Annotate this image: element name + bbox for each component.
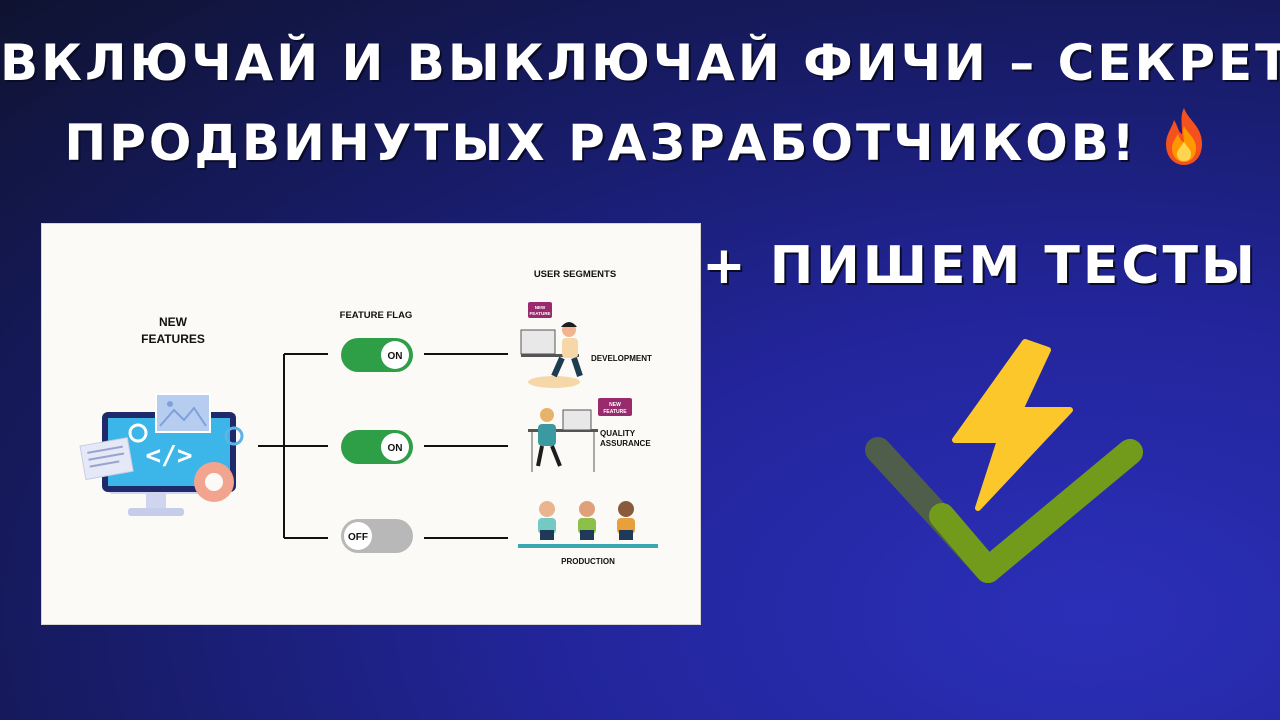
new-features-label-1: NEW <box>159 315 188 329</box>
bubble-1-line2: FEATURE <box>530 311 551 316</box>
check-right-stroke <box>975 439 1143 583</box>
headline-line-1: ВКЛЮЧАЙ И ВЫКЛЮЧАЙ ФИЧИ – СЕКРЕТ <box>0 34 1280 92</box>
segment-qa-line1: QUALITY <box>600 429 636 438</box>
toggle-2-state: ON <box>388 443 403 454</box>
toggle-3-state: OFF <box>348 532 368 543</box>
code-glyph: </> <box>146 441 193 471</box>
segment-production: PRODUCTION <box>561 557 615 566</box>
diagram-svg: NEW FEATURES </> <box>79 269 658 566</box>
segment-development: DEVELOPMENT <box>591 354 652 363</box>
toggle-3[interactable]: OFF <box>341 519 413 553</box>
user-segments-label: USER SEGMENTS <box>534 269 616 280</box>
bubble-1-line1: NEW <box>535 305 546 310</box>
headline-line-2-wrap: ПРОДВИНУТЫХ РАЗРАБОТЧИКОВ! <box>0 104 1280 174</box>
feature-flag-label: FEATURE FLAG <box>340 310 413 321</box>
qa-illustration: NEW FEATURE <box>528 398 632 472</box>
computer-illustration: </> <box>79 393 244 516</box>
fire-icon <box>1165 108 1202 165</box>
new-features-label-2: FEATURES <box>141 332 205 346</box>
toggle-2[interactable]: ON <box>341 430 413 464</box>
development-illustration: NEW FEATURE <box>520 302 583 388</box>
feature-flag-diagram: NEW FEATURES </> <box>42 224 700 624</box>
lightning-bolt-icon <box>952 339 1073 511</box>
headline-line-2: ПРОДВИНУТЫХ РАЗРАБОТЧИКОВ! <box>64 114 1138 172</box>
subheadline: + ПИШЕМ ТЕСТЫ <box>702 236 1258 296</box>
bubble-2-line1: NEW <box>609 402 621 408</box>
segment-qa-line2: ASSURANCE <box>600 439 651 448</box>
toggle-1-state: ON <box>388 351 403 362</box>
bubble-2-line2: FEATURE <box>603 409 627 415</box>
production-illustration <box>518 501 658 548</box>
vitest-logo <box>865 339 1143 583</box>
toggle-1[interactable]: ON <box>341 338 413 372</box>
